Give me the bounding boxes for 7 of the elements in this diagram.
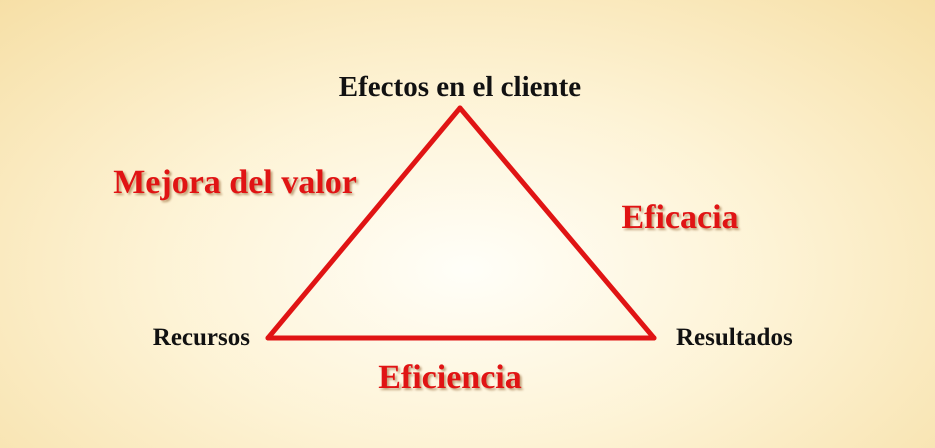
triangle-side <box>266 336 656 340</box>
vertex-label: Resultados <box>676 324 793 352</box>
edge-label: Eficacia <box>620 198 740 238</box>
edge-label: Mejora del valor <box>112 163 358 203</box>
edge-label: Eficiencia <box>377 358 523 398</box>
vertex-label: Efectos en el cliente <box>338 70 582 104</box>
vertex-label: Recursos <box>152 324 250 352</box>
